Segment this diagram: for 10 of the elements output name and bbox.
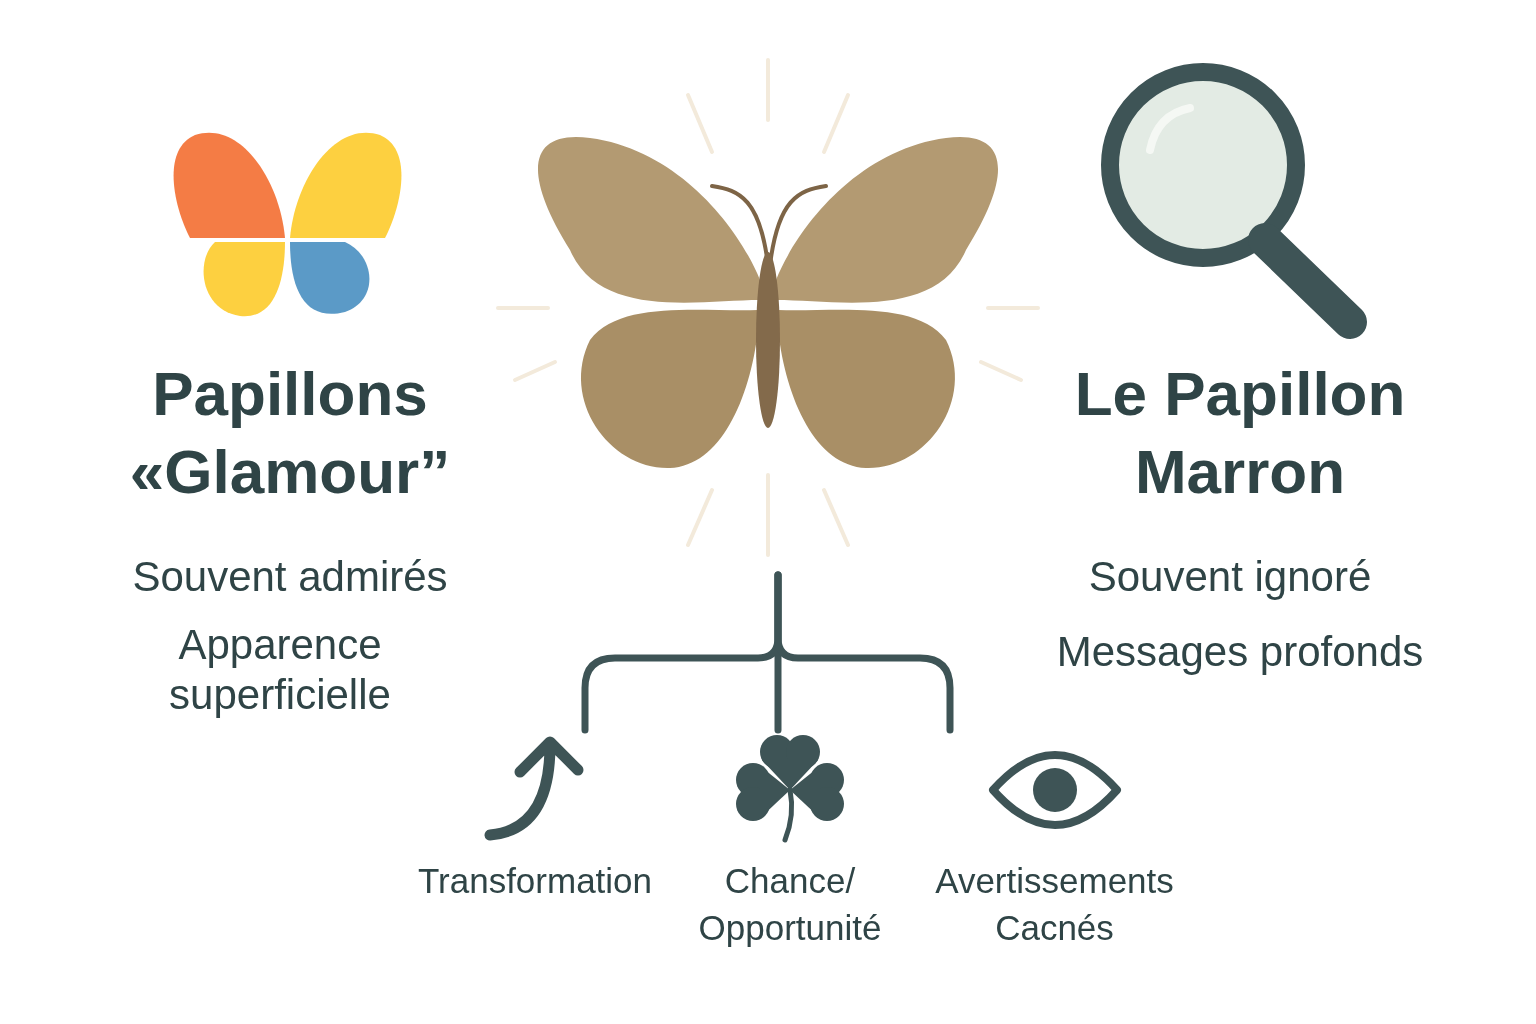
item-label: Avertissements Cacnés bbox=[934, 860, 1175, 950]
description-text: Messages profonds bbox=[1055, 627, 1425, 677]
item-label: Transformation bbox=[417, 860, 653, 902]
heading: Papillons «Glamour” bbox=[128, 358, 452, 508]
description-text: Apparence superficielle bbox=[168, 620, 392, 721]
description-text: Souvent ignoré bbox=[1087, 552, 1373, 602]
item-label: Chance/ Opportunité bbox=[697, 860, 883, 950]
description-text: Souvent admirés bbox=[131, 552, 449, 602]
heading: Le Papillon Marron bbox=[1073, 358, 1407, 508]
bracket-connector bbox=[774, 571, 954, 734]
